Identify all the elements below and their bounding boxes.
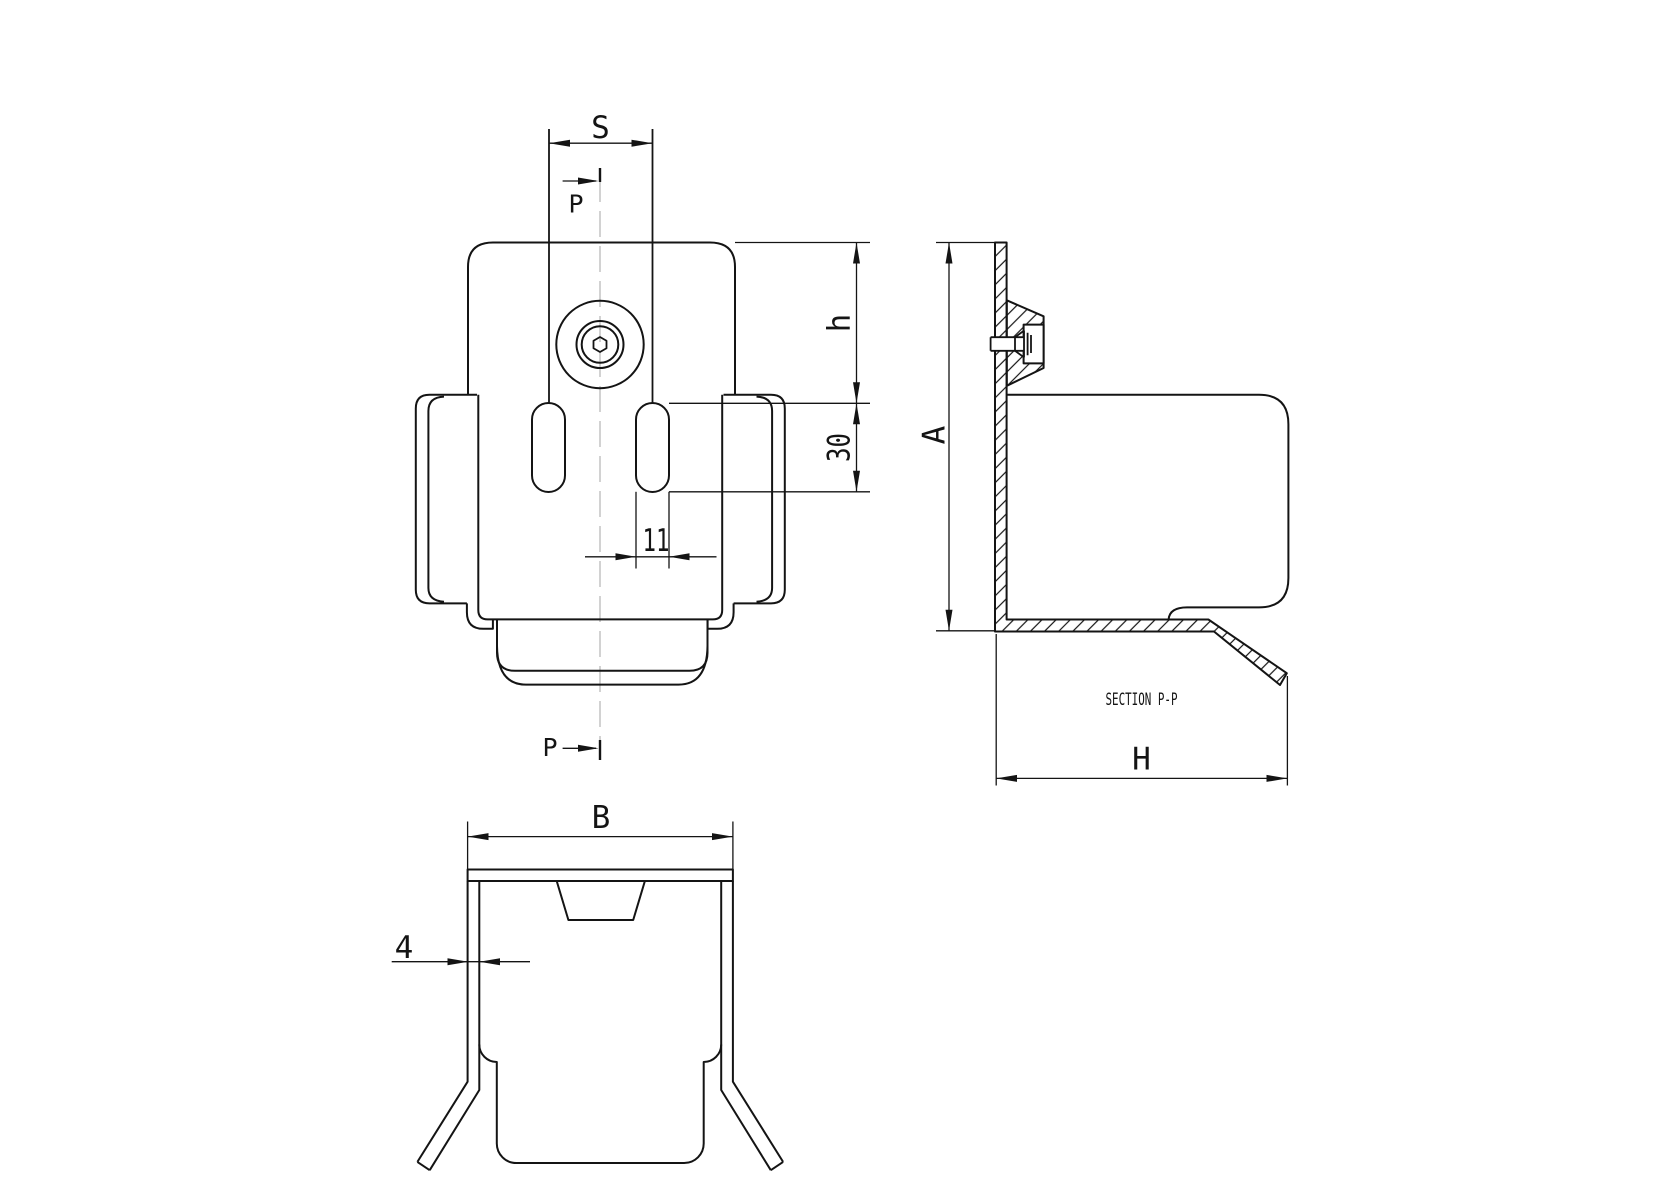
p-top-arrow [578, 177, 599, 185]
s-arrow-left [549, 139, 570, 147]
a-arrow-bottom [945, 609, 953, 631]
front-view: S P P h 30 11 [414, 110, 870, 762]
dim11-arrow-right [669, 553, 690, 561]
top-plate [466, 868, 734, 882]
b-arrow-left [467, 833, 489, 841]
bottom-view: B 4 [391, 800, 784, 1172]
right-wing-outer [723, 393, 786, 605]
interior-cup-outline [478, 1044, 723, 1164]
right-relief-ear [706, 603, 735, 630]
section-marker-p-bottom: P [542, 733, 557, 762]
screw-head-circle [575, 320, 625, 369]
right-wall-inner-leg [720, 881, 772, 1171]
dim11-arrow-left [615, 553, 636, 561]
hdim-arrow-left [996, 774, 1017, 782]
dim-label-b: B [592, 800, 611, 836]
dim-label-30: 30 [822, 433, 858, 462]
right-leg-endcap [770, 1161, 784, 1172]
hex-socket-icon [592, 336, 608, 353]
screw-shaft [989, 336, 1024, 352]
boss-outer-circle [555, 299, 645, 390]
dim30-arrow-top [853, 403, 860, 425]
left-slot [531, 402, 566, 493]
b-arrow-right [712, 833, 733, 841]
h-arrow-top [853, 242, 860, 264]
s-arrow-right [631, 139, 653, 147]
section-marker-p-top: P [568, 190, 583, 219]
dim30-arrow-bottom [853, 470, 860, 492]
dim-label-h: h [822, 314, 858, 333]
body-outline [467, 241, 736, 395]
left-leg-endcap [416, 1161, 431, 1172]
right-wing-inner [756, 395, 774, 603]
right-wall-outer-leg [731, 881, 784, 1163]
section-view: A SECTION P-P H [917, 241, 1290, 786]
dim-label-s: S [591, 110, 610, 146]
section-cut-wall-and-floor [994, 241, 1288, 686]
dim-label-H: H [1132, 742, 1151, 778]
clip-nut-pocket [1022, 323, 1045, 365]
h-arrow-bottom [853, 382, 860, 404]
dim4-arrow-left [447, 958, 469, 966]
left-wall-outer-leg [416, 881, 469, 1163]
left-wing-outer [414, 393, 477, 605]
screw-head [1014, 329, 1032, 359]
a-arrow-top [945, 242, 953, 264]
hdim-arrow-right [1266, 774, 1288, 782]
dim-label-4: 4 [395, 930, 414, 966]
left-wall-inner-leg [428, 881, 481, 1171]
bottom-tab-outer-lip [496, 645, 709, 686]
left-wing-inner [427, 395, 445, 603]
notch-trapezoid [555, 880, 646, 921]
fold-lines-and-tab-top [477, 394, 724, 621]
dim4-arrow-right [479, 958, 500, 966]
left-relief-ear [465, 603, 494, 630]
p-bottom-arrow [578, 744, 599, 752]
right-slot [635, 402, 670, 493]
bottom-tab-inner [496, 619, 709, 672]
screw-inner-circle [580, 325, 620, 364]
screw-shaft-mask [990, 337, 1024, 351]
dim-label-11: 11 [643, 523, 670, 559]
dim-label-a: A [917, 425, 953, 444]
section-caption: SECTION P-P [1106, 690, 1178, 709]
section-body-outline [1006, 393, 1290, 620]
